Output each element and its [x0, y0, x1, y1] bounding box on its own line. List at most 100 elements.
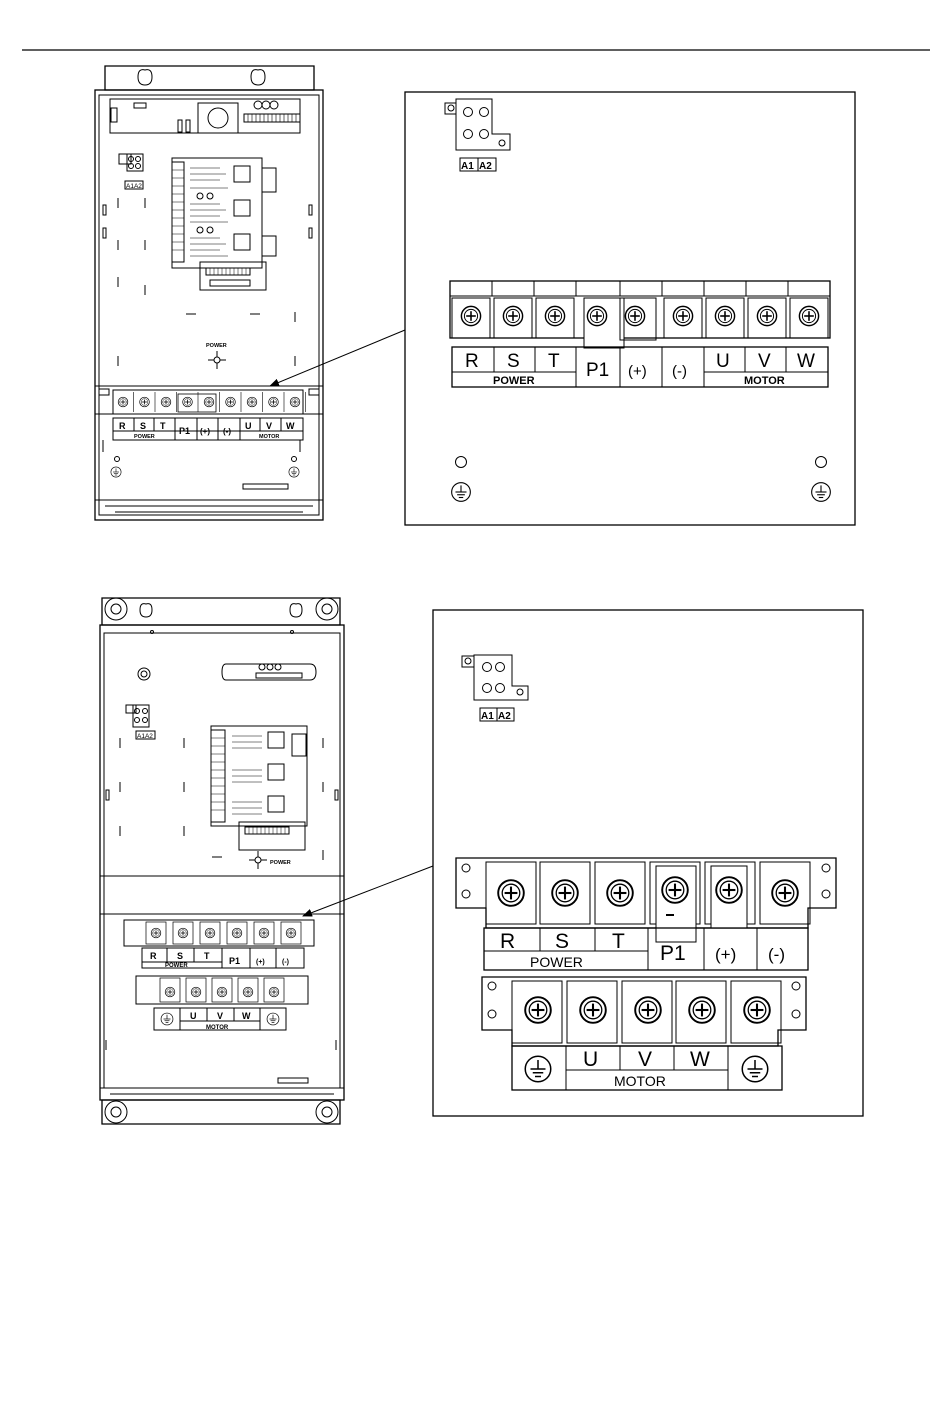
- unit2-term-w: W: [242, 1011, 251, 1021]
- screw-icon: [689, 997, 715, 1023]
- box1-term-w: W: [797, 351, 815, 372]
- box2-term-plus: (+): [715, 945, 736, 964]
- screw-icon: [269, 987, 279, 997]
- screw-icon: [757, 306, 776, 325]
- screw-icon: [247, 397, 257, 407]
- screw-icon: [232, 928, 242, 938]
- screw-icon: [204, 397, 214, 407]
- screw-icon: [286, 928, 296, 938]
- drive-unit-2: A1A2 POWER: [100, 598, 344, 1124]
- unit2-motor-label: MOTOR: [206, 1025, 229, 1031]
- screw-icon: [716, 877, 742, 903]
- box2-term-v: V: [638, 1048, 652, 1071]
- box1-power-label: POWER: [493, 375, 535, 387]
- screw-icon: [118, 397, 128, 407]
- box2-term-s: S: [555, 930, 569, 953]
- screw-icon: [625, 306, 644, 325]
- screw-icon: [525, 997, 551, 1023]
- ground-icon: [267, 1013, 279, 1025]
- box1-motor-label: MOTOR: [744, 375, 785, 387]
- unit1-power-label: POWER: [134, 434, 155, 440]
- unit1-term-u: U: [245, 421, 252, 431]
- ground-icon: [812, 483, 831, 502]
- ground-icon: [525, 1056, 551, 1082]
- screw-icon: [140, 397, 150, 407]
- box2-motor-label: MOTOR: [614, 1073, 666, 1089]
- ground-icon: [111, 467, 121, 477]
- box2-term-u: U: [583, 1048, 598, 1071]
- ground-icon: [161, 1013, 173, 1025]
- ground-icon: [742, 1056, 768, 1082]
- detail-box-1: A1 A2 R S T P1 (+) (-) U V W: [405, 92, 855, 525]
- arrow-icon: [303, 866, 433, 916]
- screw-icon: [552, 880, 578, 906]
- unit2-term-t: T: [204, 951, 210, 961]
- unit2-term-u: U: [190, 1011, 197, 1021]
- screw-icon: [587, 306, 606, 325]
- unit2-term-minus: (-): [282, 959, 289, 966]
- ground-icon: [289, 467, 299, 477]
- box2-power-label: POWER: [530, 954, 583, 970]
- unit2-term-p1: P1: [229, 956, 240, 966]
- screw-icon: [635, 997, 661, 1023]
- screw-icon: [205, 928, 215, 938]
- drive-unit-1: A1A2 POWER: [95, 66, 323, 520]
- screw-icon: [498, 880, 524, 906]
- unit1-term-plus: (+): [200, 427, 210, 436]
- box2-term-w: W: [690, 1048, 710, 1071]
- box1-term-v: V: [758, 351, 771, 372]
- screw-icon: [461, 306, 480, 325]
- screw-icon: [165, 987, 175, 997]
- unit1-term-minus: (-): [223, 427, 231, 436]
- box2-term-p1: P1: [660, 942, 686, 965]
- screw-icon: [673, 306, 692, 325]
- unit1-term-v: V: [266, 421, 272, 431]
- box1-term-s: S: [507, 351, 520, 372]
- box1-term-minus: (-): [672, 363, 687, 380]
- screw-icon: [744, 997, 770, 1023]
- screw-icon: [226, 397, 236, 407]
- jumper-label-a2: A2: [479, 161, 492, 172]
- screw-icon: [183, 397, 193, 407]
- unit2-power-label: POWER: [165, 963, 188, 969]
- screw-icon: [217, 987, 227, 997]
- box1-term-r: R: [465, 351, 479, 372]
- ground-icon: [452, 483, 471, 502]
- screw-icon: [259, 928, 269, 938]
- box2-term-t: T: [612, 930, 625, 953]
- screw-icon: [580, 997, 606, 1023]
- unit2-power-marker: POWER: [270, 860, 291, 866]
- screw-icon: [178, 928, 188, 938]
- screw-icon: [545, 306, 564, 325]
- detail-box-2: A1 A2 R S T P1 (+) (-) POWER: [433, 610, 863, 1116]
- screw-icon: [161, 397, 171, 407]
- arrow-icon: [270, 330, 405, 386]
- svg-text:A1A2: A1A2: [126, 183, 142, 190]
- svg-text:A1A2: A1A2: [137, 733, 153, 740]
- unit2-term-plus: (+): [256, 959, 265, 966]
- unit1-term-r: R: [119, 421, 126, 431]
- box2-term-minus: (-): [768, 945, 785, 964]
- unit1-term-p1: P1: [179, 426, 190, 436]
- jumper-label-a1: A1: [461, 161, 474, 172]
- screw-icon: [607, 880, 633, 906]
- box1-term-u: U: [716, 351, 730, 372]
- unit1-term-t: T: [160, 421, 166, 431]
- screw-icon: [269, 397, 279, 407]
- screw-icon: [191, 987, 201, 997]
- unit1-term-s: S: [140, 421, 146, 431]
- box1-term-p1: P1: [586, 360, 609, 381]
- jumper2-label-a2: A2: [498, 711, 511, 722]
- box2-term-r: R: [500, 930, 515, 953]
- screw-icon: [151, 928, 161, 938]
- unit2-term-v: V: [217, 1011, 223, 1021]
- screw-icon: [290, 397, 300, 407]
- screw-icon: [662, 877, 688, 903]
- screw-icon: [243, 987, 253, 997]
- unit1-term-w: W: [286, 421, 295, 431]
- unit2-term-s: S: [177, 951, 183, 961]
- jumper2-label-a1: A1: [481, 711, 494, 722]
- unit-power-marker: POWER: [206, 343, 227, 349]
- box1-term-t: T: [548, 351, 560, 372]
